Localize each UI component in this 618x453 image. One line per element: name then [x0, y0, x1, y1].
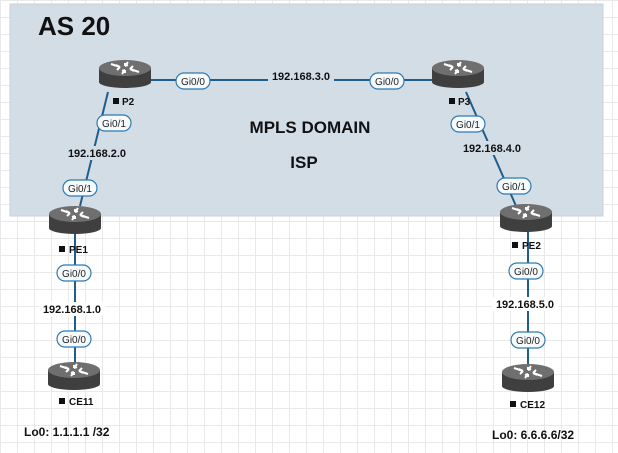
iface-label: Gi0/0 — [62, 269, 86, 280]
router-icon — [499, 203, 553, 233]
iface-label: Gi0/1 — [456, 120, 480, 131]
subnet-label-p2-p3: 192.168.3.0 — [268, 69, 334, 83]
status-marker — [510, 401, 516, 407]
router-icon — [431, 59, 485, 89]
iface-ce12-gi00[interactable]: Gi0/0 — [510, 331, 546, 349]
iface-p3-gi00[interactable]: Gi0/0 — [369, 72, 405, 90]
router-pe2[interactable]: PE2 — [499, 203, 553, 252]
subnet-label-pe2-ce12: 192.168.5.0 — [492, 297, 558, 311]
router-pe1[interactable]: PE1 — [48, 205, 102, 256]
status-marker — [449, 98, 455, 104]
iface-label: Gi0/1 — [102, 119, 126, 130]
loopback-ce12: Lo0: 6.6.6.6/32 — [492, 428, 574, 442]
as-label: AS 20 — [38, 11, 110, 41]
router-name-pe2: PE2 — [522, 241, 541, 252]
router-p2[interactable]: P2 — [98, 59, 152, 108]
subnet-text: 192.168.1.0 — [43, 304, 101, 316]
iface-label: Gi0/0 — [516, 336, 540, 347]
iface-label: Gi0/0 — [375, 77, 399, 88]
iface-pe1-gi01[interactable]: Gi0/1 — [62, 179, 98, 197]
subnet-text: 192.168.4.0 — [463, 143, 521, 155]
router-icon — [47, 361, 101, 391]
router-name-ce11: CE11 — [69, 397, 94, 408]
subnet-text: 192.168.3.0 — [272, 71, 330, 83]
iface-p2-gi01[interactable]: Gi0/1 — [96, 114, 132, 132]
router-icon — [501, 363, 555, 393]
router-icon — [48, 205, 102, 235]
iface-label: Gi0/0 — [62, 335, 86, 346]
router-name-p2: P2 — [122, 97, 135, 108]
iface-pe1-gi00[interactable]: Gi0/0 — [56, 264, 92, 282]
status-marker — [59, 398, 65, 404]
router-ce12[interactable]: CE12 — [501, 363, 555, 411]
iface-label: Gi0/1 — [68, 184, 92, 195]
router-icon — [98, 59, 152, 89]
isp-label: ISP — [290, 153, 317, 172]
iface-pe2-gi01[interactable]: Gi0/1 — [496, 177, 532, 195]
subnet-label-p3-pe2: 192.168.4.0 — [459, 141, 525, 155]
iface-pe2-gi00[interactable]: Gi0/0 — [508, 262, 544, 280]
status-marker — [512, 242, 518, 248]
iface-ce11-gi00[interactable]: Gi0/0 — [56, 330, 92, 348]
iface-label: Gi0/1 — [502, 182, 526, 193]
iface-p2-gi00[interactable]: Gi0/0 — [175, 72, 211, 90]
subnet-text: 192.168.5.0 — [496, 299, 554, 311]
router-name-p3: P3 — [458, 97, 471, 108]
iface-p3-gi01[interactable]: Gi0/1 — [450, 115, 486, 133]
iface-label: Gi0/0 — [514, 267, 538, 278]
subnet-label-p2-pe1: 192.168.2.0 — [64, 146, 130, 160]
router-name-ce12: CE12 — [520, 400, 545, 411]
subnet-text: 192.168.2.0 — [68, 148, 126, 160]
status-marker — [59, 246, 65, 252]
loopback-ce11: Lo0: 1.1.1.1 /32 — [24, 425, 110, 439]
router-p3[interactable]: P3 — [431, 59, 485, 108]
mpls-domain-title: MPLS DOMAIN — [250, 118, 371, 137]
status-marker — [113, 98, 119, 104]
iface-label: Gi0/0 — [181, 77, 205, 88]
subnet-label-pe1-ce11: 192.168.1.0 — [39, 302, 105, 316]
router-ce11[interactable]: CE11 — [47, 361, 101, 408]
router-name-pe1: PE1 — [69, 245, 88, 256]
